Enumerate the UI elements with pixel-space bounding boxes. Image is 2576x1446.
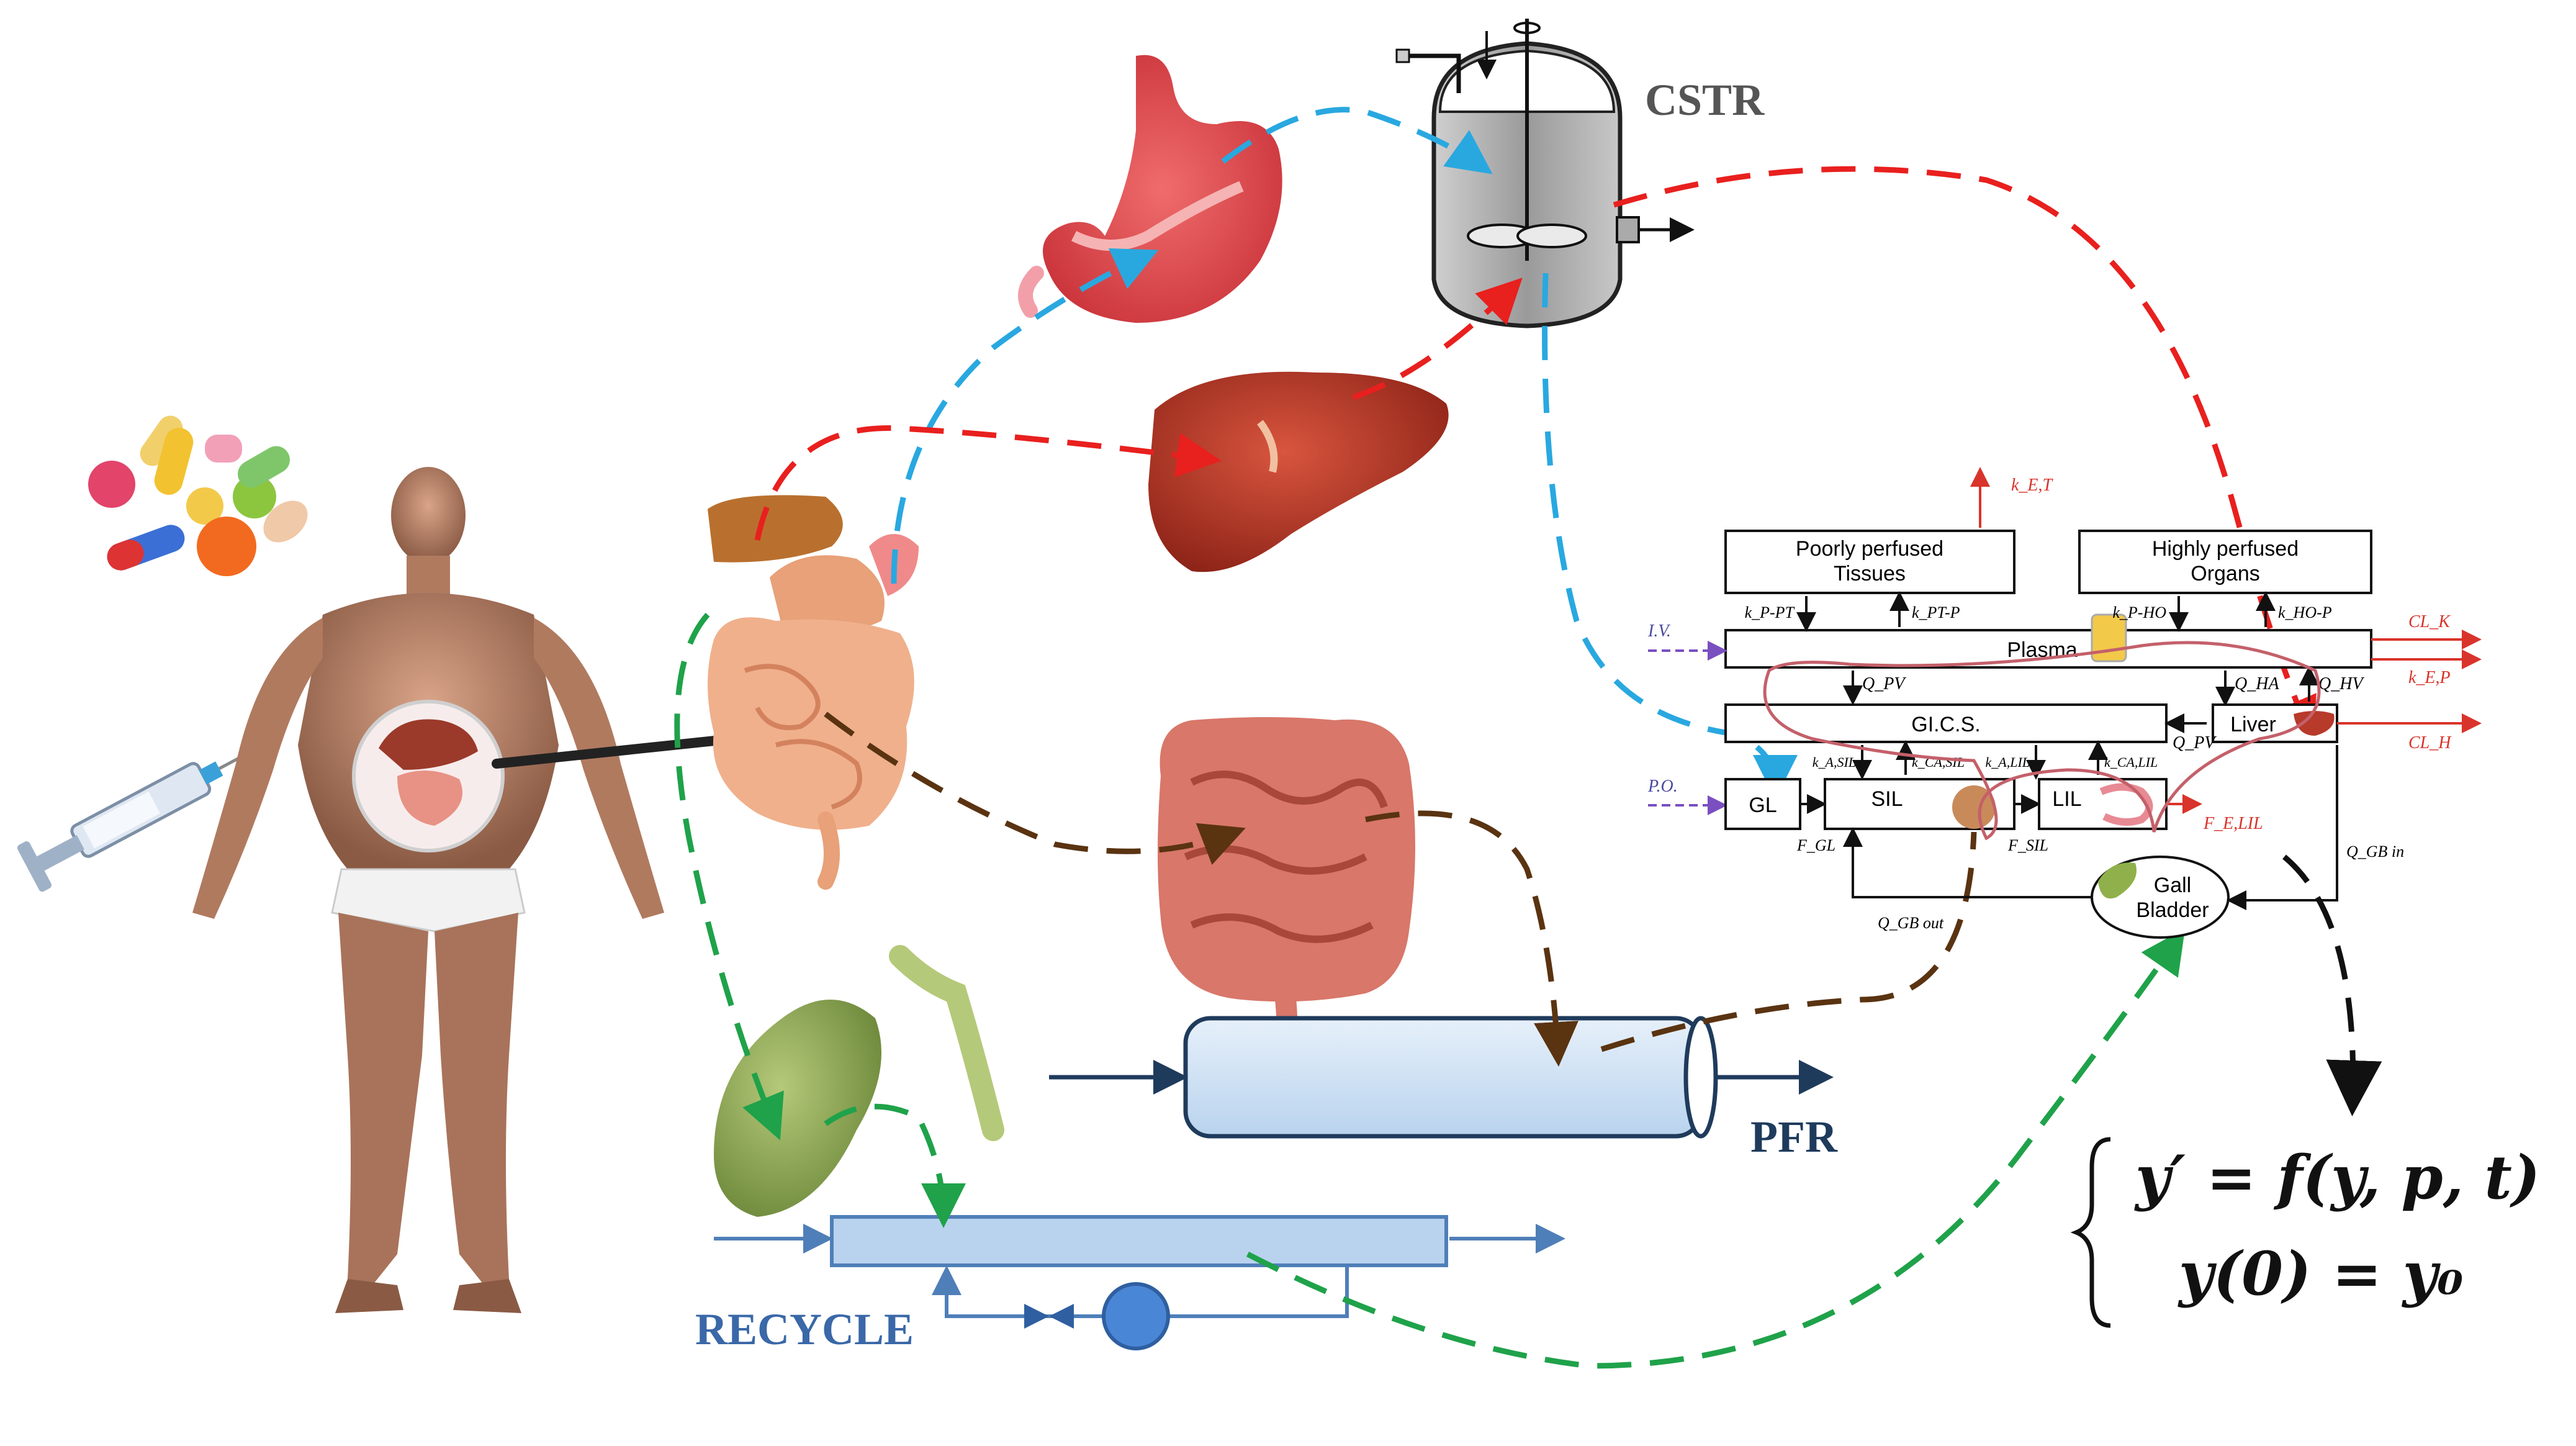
liver-illustration [1148,371,1449,572]
gall-bladder-line1: Gall [2154,874,2191,897]
poorly-perfused-box [1724,530,2015,594]
ode-line-1: y′ = f(y, p, t) [2134,1142,2540,1213]
gics-box [1724,703,2168,743]
ode-system: y′ = f(y, p, t) y(0) = y₀ [2070,1137,2540,1328]
f-elil-label: F_E,LIL [2203,814,2263,833]
lil-label: LIL [2052,787,2081,811]
syringe-illustration [17,743,265,892]
gallbladder-illustration [714,945,1004,1217]
k-pho-label: k_P-HO [2112,603,2166,621]
iv-bag-icon [2091,613,2127,662]
iv-label: I.V. [1647,621,1671,641]
gall-bladder-line2: Bladder [2136,898,2209,922]
gl-box [1724,778,1801,830]
pump-icon [1102,1282,1170,1350]
highly-perfused-line1: Highly perfused [2152,537,2299,561]
digestive-organs-illustration [708,495,919,890]
pfr-reactor: PFR [1049,1016,1838,1162]
k-calil-label: k_CA,LIL [2104,754,2158,770]
q-gb-in-label: Q_GB in [2346,843,2404,861]
q-ha-label: Q_HA [2235,674,2279,694]
k-ppt-label: k_P-PT [1745,603,1795,621]
gl-label: GL [1749,793,1777,817]
q-pv-label-1: Q_PV [1862,674,1906,694]
circulation-loop [1763,641,2321,841]
highly-perfused-box [2078,530,2372,594]
large-intestine-icon [2099,783,2153,826]
stomach-illustration [1018,55,1282,323]
plasma-box [1724,629,2372,669]
pills-illustration [88,415,308,576]
k-hop-label: k_HO-P [2278,603,2332,621]
q-pv-label-2: Q_PV [2173,733,2217,752]
k-ep-label: k_E,P [2408,668,2451,687]
cl-h-label: CL_H [2408,733,2452,752]
k-asil-label: k_A,SIL [1813,754,1856,770]
q-hv-label: Q_HV [2318,674,2364,694]
q-gb-out-label: Q_GB out [1878,914,1944,932]
f-sil-label: F_SIL [2007,836,2048,854]
human-body-illustration [192,467,737,1313]
flow-arrows [674,107,2382,1369]
cl-k-label: CL_K [2408,612,2451,631]
cstr-reactor: CSTR [1395,19,1765,328]
highly-perfused-line2: Organs [2191,562,2260,585]
ode-line-2: y(0) = y₀ [2177,1239,2464,1309]
k-et-label: k_E,T [2011,476,2054,495]
liver-label: Liver [2230,713,2276,736]
k-ptp-label: k_PT-P [1912,603,1960,621]
recycle-reactor: RECYCLE [695,1215,1565,1354]
k-alil-label: k_A,LIL [1986,754,2030,770]
poorly-perfused-line1: Poorly perfused [1796,537,1943,561]
gics-label: GI.C.S. [1911,713,1980,736]
pbpk-model-diagram: Poorly perfused Tissues Highly perfused … [1647,467,2482,939]
recycle-label: RECYCLE [695,1304,914,1354]
sil-label: SIL [1871,787,1903,811]
gall-bladder-icon [2098,862,2137,899]
f-gl-label: F_GL [1796,836,1835,854]
poorly-perfused-line2: Tissues [1834,562,1906,585]
cstr-label: CSTR [1645,75,1765,125]
po-label: P.O. [1647,777,1678,796]
liver-icon [2294,711,2335,736]
pfr-label: PFR [1750,1112,1838,1162]
